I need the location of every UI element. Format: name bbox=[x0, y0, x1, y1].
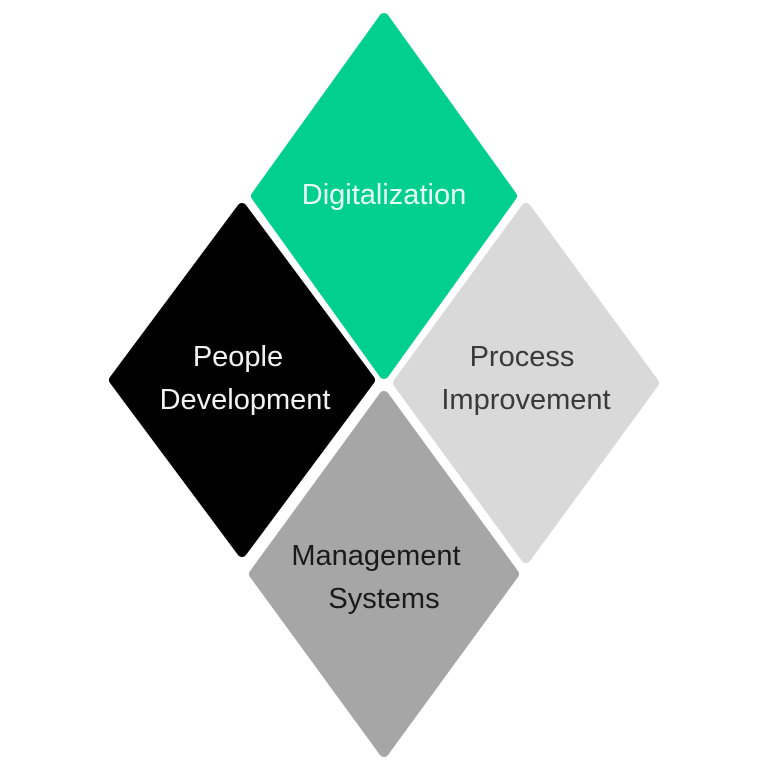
diamond-digitalization-shape bbox=[251, 13, 517, 379]
diamond-process-improvement-label: Process Improvement bbox=[441, 341, 610, 416]
diamond-people-development: People Development bbox=[109, 203, 375, 557]
diamond-process-improvement-line-1: Process bbox=[470, 341, 575, 373]
diamond-management-systems-line-2: Systems bbox=[328, 583, 439, 615]
diamond-people-development-label: People Development bbox=[160, 341, 331, 416]
diamond-process-improvement: Process Improvement bbox=[393, 203, 659, 563]
diamond-people-development-line-1: People bbox=[193, 341, 283, 373]
diamond-digitalization-label: Digitalization bbox=[302, 179, 466, 211]
diamond-digitalization: Digitalization bbox=[251, 13, 517, 379]
diamond-people-development-line-2: Development bbox=[160, 384, 331, 416]
diamond-process-improvement-shape bbox=[393, 203, 659, 563]
diamond-management-systems-line-1: Management bbox=[291, 540, 460, 572]
diamond-management-systems: Management Systems bbox=[249, 391, 519, 757]
diamond-management-systems-shape bbox=[249, 391, 519, 757]
diamond-people-development-shape bbox=[109, 203, 375, 557]
diamond-management-systems-label: Management Systems bbox=[291, 540, 468, 615]
diamond-process-improvement-line-2: Improvement bbox=[441, 384, 610, 416]
diamond-digitalization-line-1: Digitalization bbox=[302, 179, 466, 211]
